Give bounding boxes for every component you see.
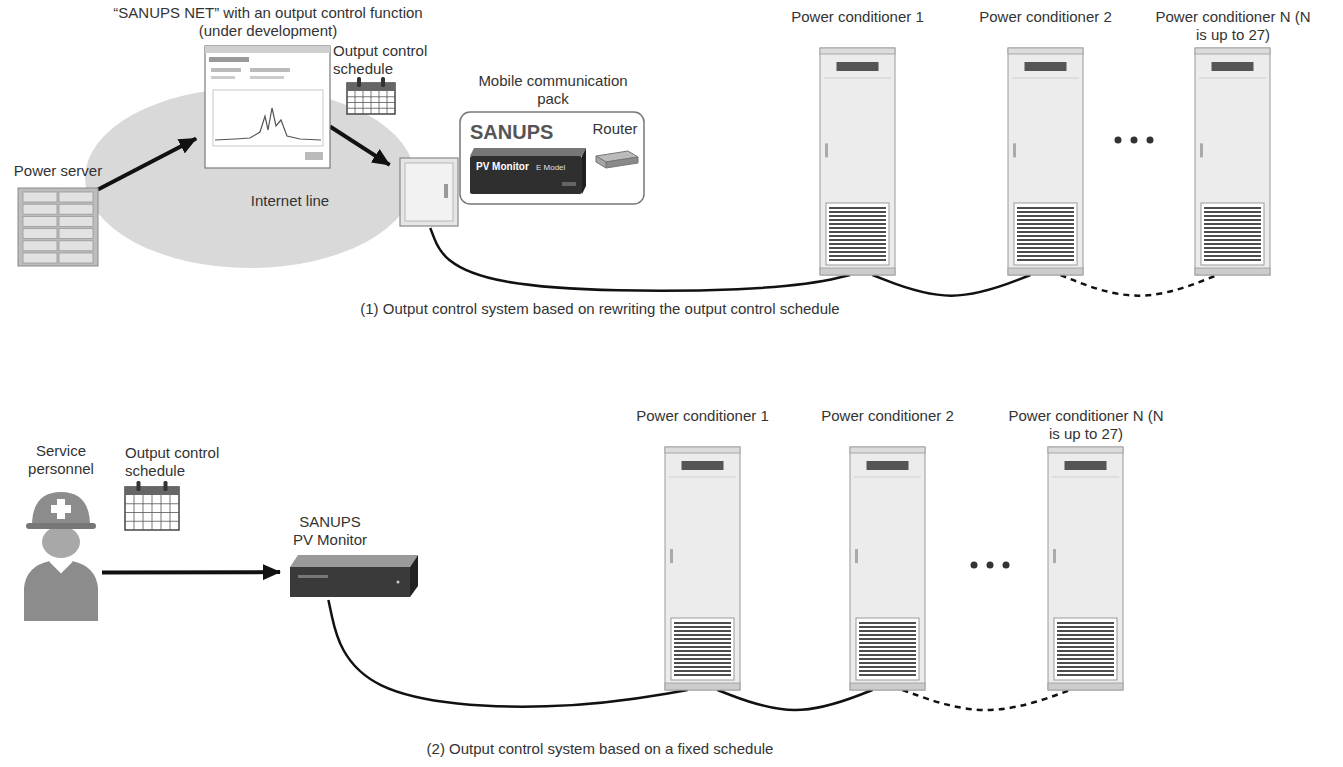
service-person-outline: [20, 486, 102, 621]
node-heading: Output control schedule: [125, 444, 229, 480]
node-heading: Power conditioner N (N is up to 27): [1008, 407, 1164, 443]
web-screen: “SANUPS NET” with an output control func…: [205, 46, 330, 168]
node-label: E Model: [536, 162, 582, 173]
cable-line: [328, 600, 687, 707]
figure-caption: (1) Output control system based on rewri…: [200, 300, 1000, 318]
power-conditioner: Power conditioner 2: [1008, 48, 1083, 275]
communication-pack: Mobile communication packSANUPS PV Monito…: [398, 72, 646, 228]
node-heading: Power server: [0, 162, 118, 180]
node-heading: Service personnel: [16, 442, 106, 478]
node-heading: SANUPS PV Monitor: [289, 513, 371, 549]
power-conditioner: Power conditioner N (N is up to 27): [1195, 48, 1270, 275]
power-conditioner-outline: [850, 447, 925, 690]
node-heading: Power conditioner 2: [960, 8, 1131, 26]
web-screen-outline: [205, 46, 330, 168]
pv-monitor-device-outline: [290, 555, 418, 600]
cable-line: [718, 690, 873, 710]
pv-monitor-device: SANUPS PV Monitor: [290, 555, 418, 600]
cable-line: [1061, 275, 1218, 296]
cable-line: [430, 228, 850, 291]
node-heading: Mobile communication pack: [462, 72, 644, 108]
router: Router: [590, 120, 640, 180]
cable-line: [873, 275, 1031, 296]
node-heading: SANUPS: [470, 120, 586, 144]
power-conditioner-outline: [1195, 48, 1270, 275]
power-conditioner-outline: [1048, 447, 1123, 690]
node-heading: Internet line: [235, 192, 345, 210]
schedule-calendar: Output control schedule: [125, 484, 179, 530]
node-heading: “SANUPS NET” with an output control func…: [93, 4, 443, 40]
node-heading: Router: [585, 120, 645, 138]
node-heading: Power conditioner 2: [802, 407, 973, 425]
power-conditioner-outline: [820, 48, 895, 275]
figure-caption: (2) Output control system based on a fix…: [200, 740, 1000, 758]
schedule-calendar-outline: [125, 484, 179, 530]
power-conditioner-outline: [1008, 48, 1083, 275]
pv-monitor-device: SANUPS PV MonitorE Model: [470, 120, 586, 198]
node-label: PV Monitor: [476, 161, 536, 173]
connector-arrow: [102, 570, 280, 574]
power-server: Power server: [18, 188, 98, 266]
power-server-outline: [18, 188, 98, 266]
schedule-calendar-outline: [347, 80, 395, 114]
node-heading: Output control schedule: [333, 42, 443, 78]
power-conditioner-outline: [665, 447, 740, 690]
power-conditioner: Power conditioner 1: [665, 447, 740, 690]
power-conditioner: Power conditioner 1: [820, 48, 895, 275]
node-heading: Power conditioner 1: [772, 8, 943, 26]
node-heading: Power conditioner N (N is up to 27): [1155, 8, 1311, 44]
node-heading: Power conditioner 1: [617, 407, 788, 425]
power-conditioner: Power conditioner 2: [850, 447, 925, 690]
service-person: Service personnel: [20, 486, 102, 621]
schedule-calendar: Output control schedule: [347, 80, 395, 114]
cable-line: [903, 690, 1071, 710]
power-conditioner: Power conditioner N (N is up to 27): [1048, 447, 1123, 690]
